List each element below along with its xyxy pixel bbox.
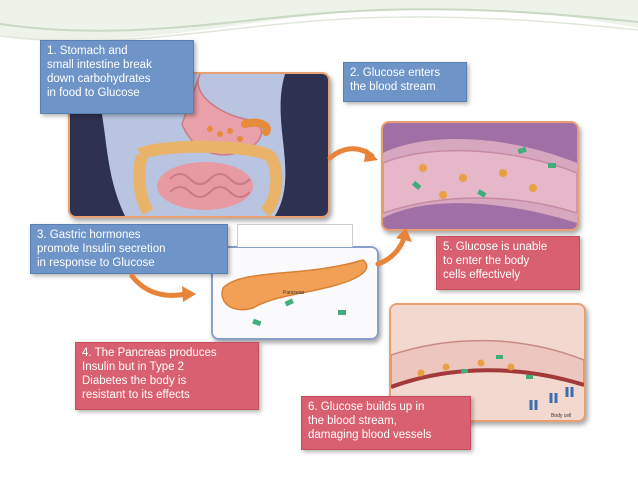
arrow-pancreas-to-blood (375, 228, 412, 267)
pancreas-top-frame (237, 224, 353, 247)
step-3-label: 3. Gastric hormones promote Insulin secr… (30, 224, 228, 274)
step-6-label: 6. Glucose builds up in the blood stream… (301, 396, 471, 450)
step-1-label: 1. Stomach and small intestine break dow… (40, 40, 194, 114)
step-2-label: 2. Glucose enters the blood stream (343, 62, 467, 102)
digestive-system-image (68, 72, 330, 218)
step-4-label: 4. The Pancreas produces Insulin but in … (75, 342, 259, 410)
body-cell-caption: Body cell (551, 413, 571, 419)
blood-stream-image (381, 121, 579, 231)
arrow-to-pancreas (129, 273, 196, 302)
step-5-label: 5. Glucose is unable to enter the body c… (436, 236, 580, 290)
pancreas-image: Pancreas (211, 246, 379, 340)
pancreas-caption: Pancreas (283, 290, 305, 296)
arrow-1-to-2 (327, 146, 378, 162)
